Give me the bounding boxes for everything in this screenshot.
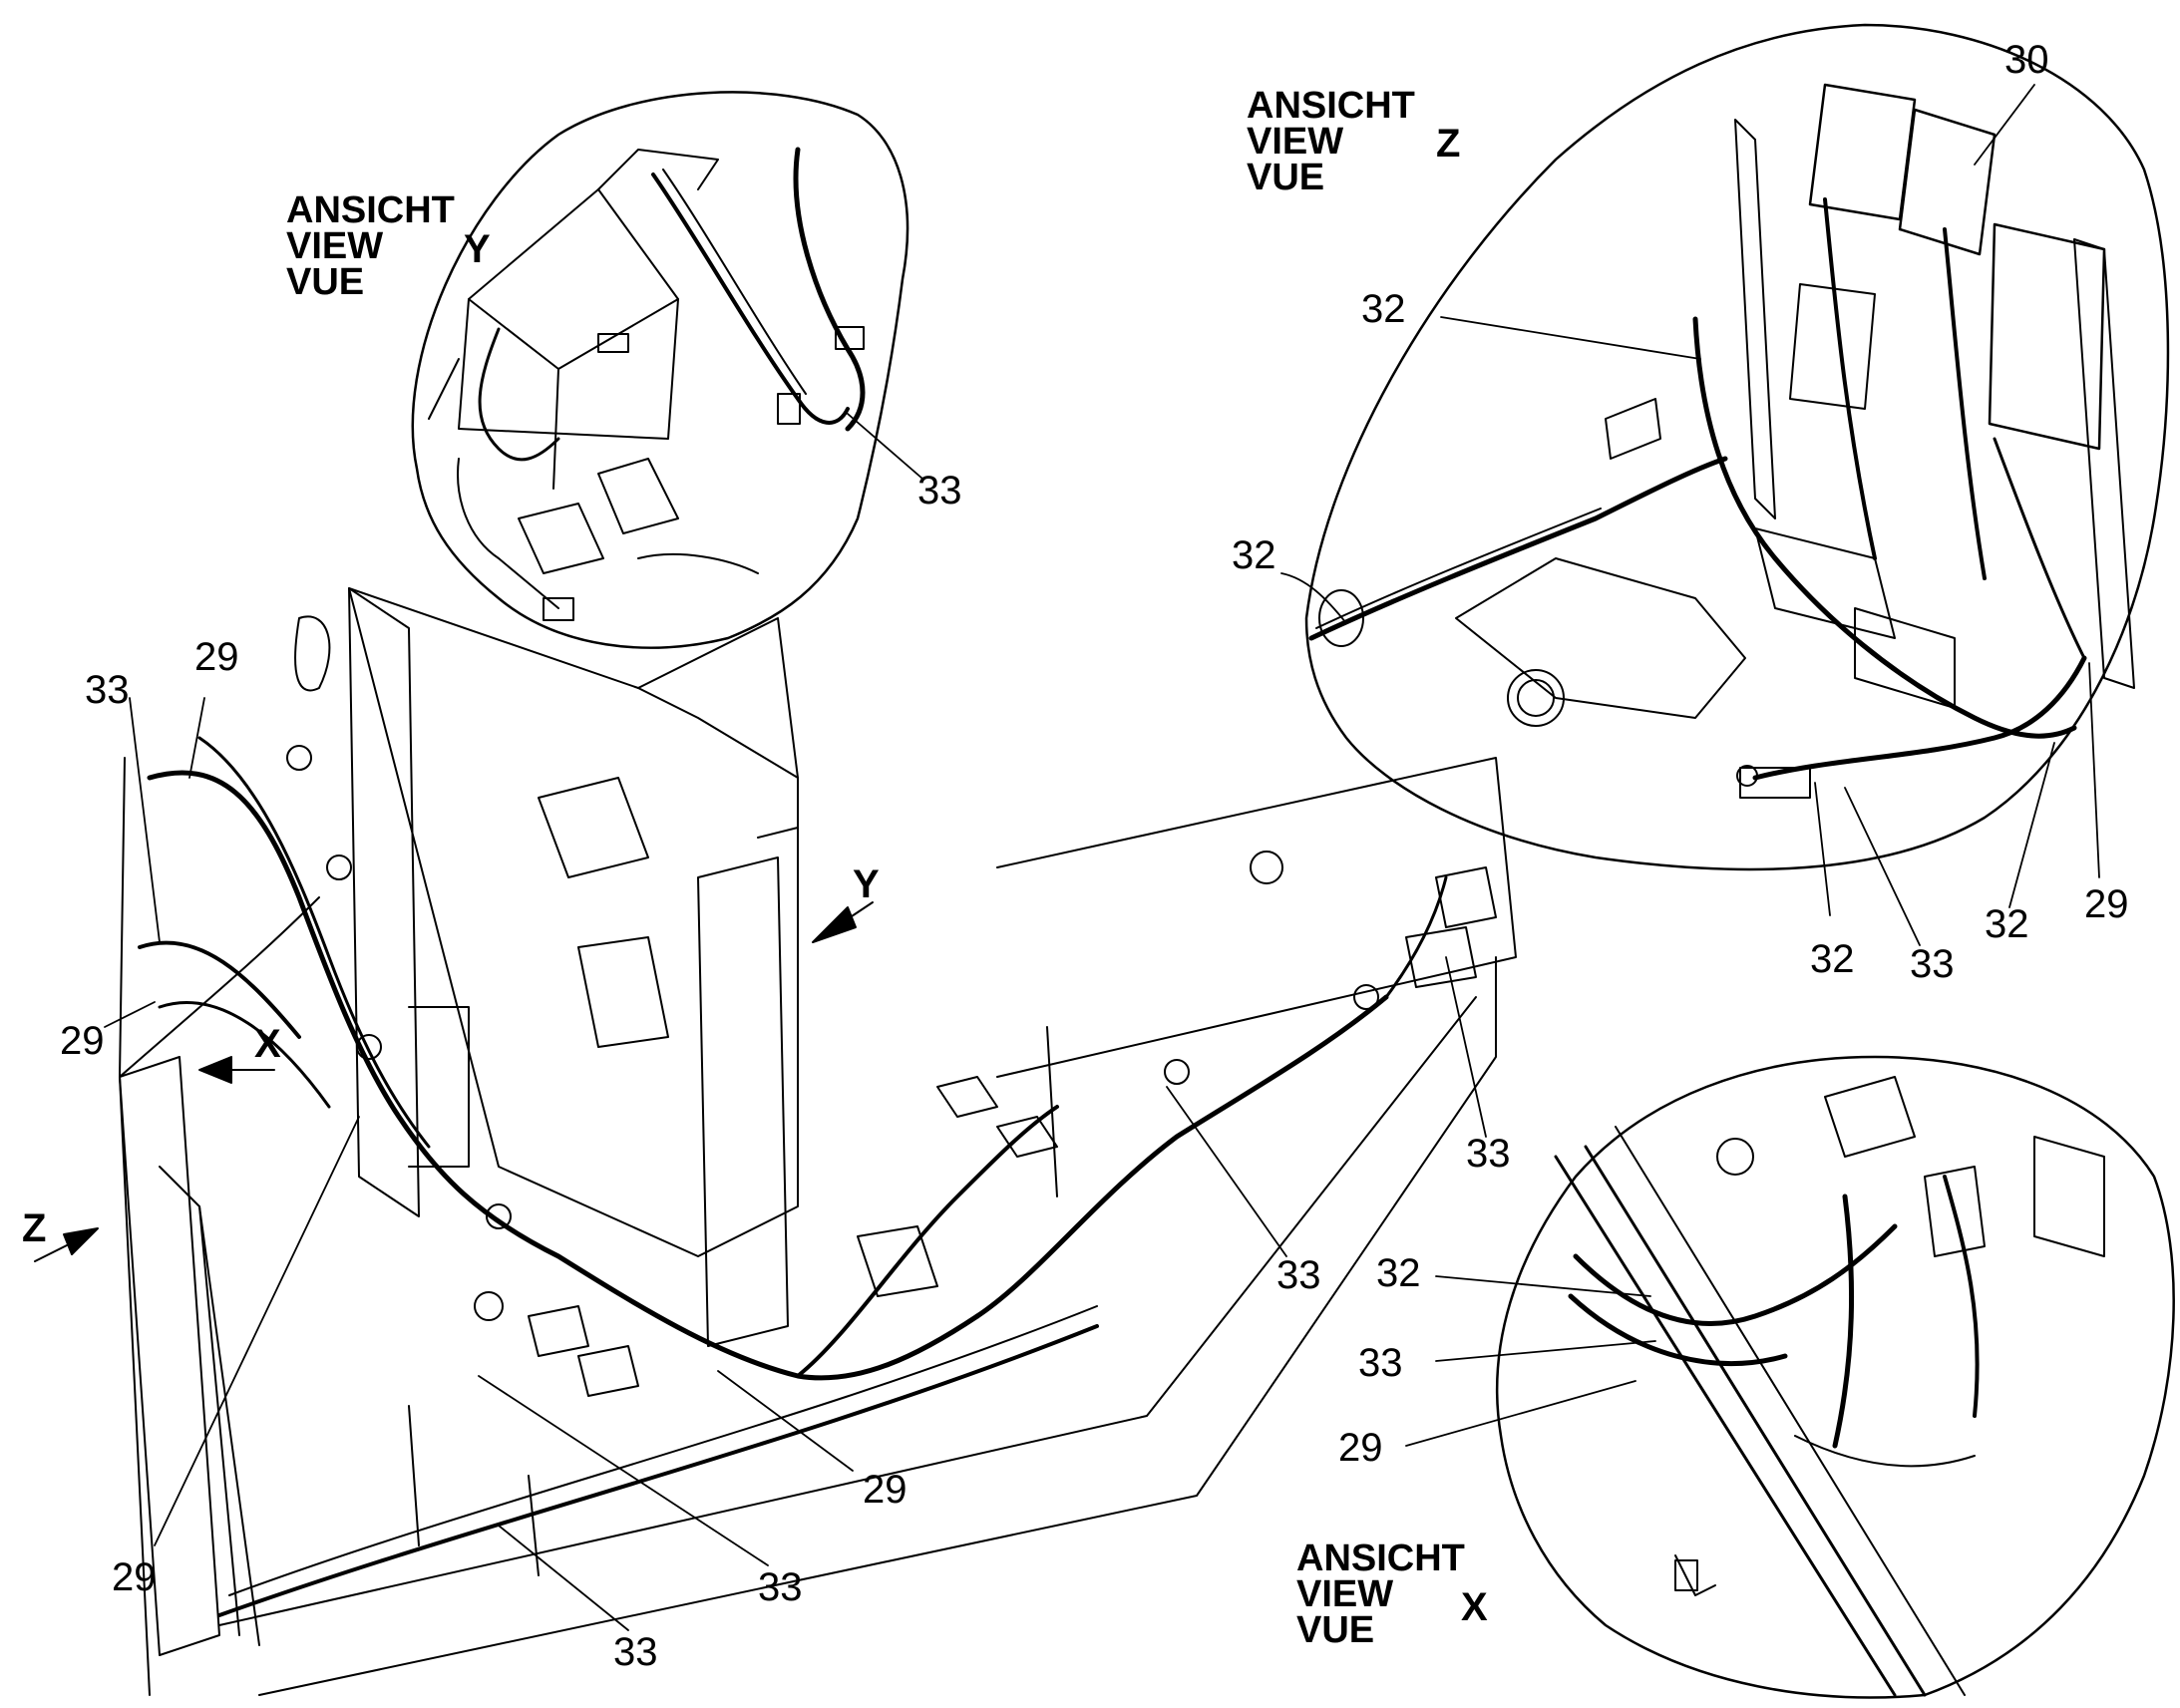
callout-view-x-29: 29 bbox=[1338, 1426, 1383, 1470]
callout-view-x-32: 32 bbox=[1376, 1251, 1421, 1295]
callout-main-33-e: 33 bbox=[1466, 1132, 1511, 1176]
callout-main-29-a: 29 bbox=[194, 635, 239, 679]
callout-view-z-32-a: 32 bbox=[1361, 287, 1406, 331]
direction-arrows bbox=[34, 901, 874, 1262]
view-y-label: ANSICHT VIEW VUE bbox=[286, 189, 455, 303]
callout-view-z-29: 29 bbox=[2084, 882, 2129, 926]
view-z-line-3: VUE bbox=[1247, 157, 1325, 198]
view-z-letter: Z bbox=[1436, 122, 1461, 166]
leader-lines bbox=[104, 84, 2100, 1631]
view-y-letter: Y bbox=[464, 227, 491, 271]
callout-view-z-33: 33 bbox=[1910, 942, 1955, 986]
callout-view-z-32-b: 32 bbox=[1232, 533, 1276, 577]
view-x-detail bbox=[1495, 1055, 2175, 1699]
view-z-line-2: VIEW bbox=[1247, 121, 1344, 163]
view-x-line-3: VUE bbox=[1296, 1609, 1375, 1651]
view-z-label: ANSICHT VIEW VUE bbox=[1247, 85, 1415, 198]
view-x-line-1: ANSICHT bbox=[1296, 1537, 1465, 1579]
view-x-label: ANSICHT VIEW VUE bbox=[1296, 1537, 1465, 1651]
callout-view-z-32-d: 32 bbox=[1985, 902, 2029, 946]
callout-main-29-b: 29 bbox=[60, 1019, 105, 1063]
callout-main-29-d: 29 bbox=[863, 1468, 908, 1512]
main-assembly bbox=[119, 587, 1517, 1696]
view-y-detail bbox=[411, 91, 909, 649]
view-z-line-1: ANSICHT bbox=[1247, 85, 1415, 127]
callout-main-33-b: 33 bbox=[758, 1565, 803, 1609]
view-y-line-1: ANSICHT bbox=[286, 189, 455, 231]
view-x-letter: X bbox=[1461, 1585, 1488, 1629]
callout-main-33-a: 33 bbox=[85, 668, 130, 712]
view-y-line-3: VUE bbox=[286, 261, 365, 303]
view-x-line-2: VIEW bbox=[1296, 1573, 1394, 1615]
callout-main-33-c: 33 bbox=[613, 1630, 658, 1674]
callout-view-z-30: 30 bbox=[2004, 38, 2049, 82]
callout-main-33-d: 33 bbox=[1276, 1253, 1321, 1297]
callout-view-z-32-c: 32 bbox=[1810, 937, 1855, 981]
view-y-line-2: VIEW bbox=[286, 225, 384, 267]
arrow-y-letter: Y bbox=[853, 862, 880, 906]
callout-view-y-33: 33 bbox=[917, 469, 962, 512]
callout-view-x-33: 33 bbox=[1358, 1341, 1403, 1385]
view-z-detail bbox=[1304, 23, 2170, 871]
arrow-x-letter: X bbox=[254, 1022, 281, 1066]
arrow-z-letter: Z bbox=[22, 1206, 47, 1250]
callout-main-29-c: 29 bbox=[112, 1555, 157, 1599]
